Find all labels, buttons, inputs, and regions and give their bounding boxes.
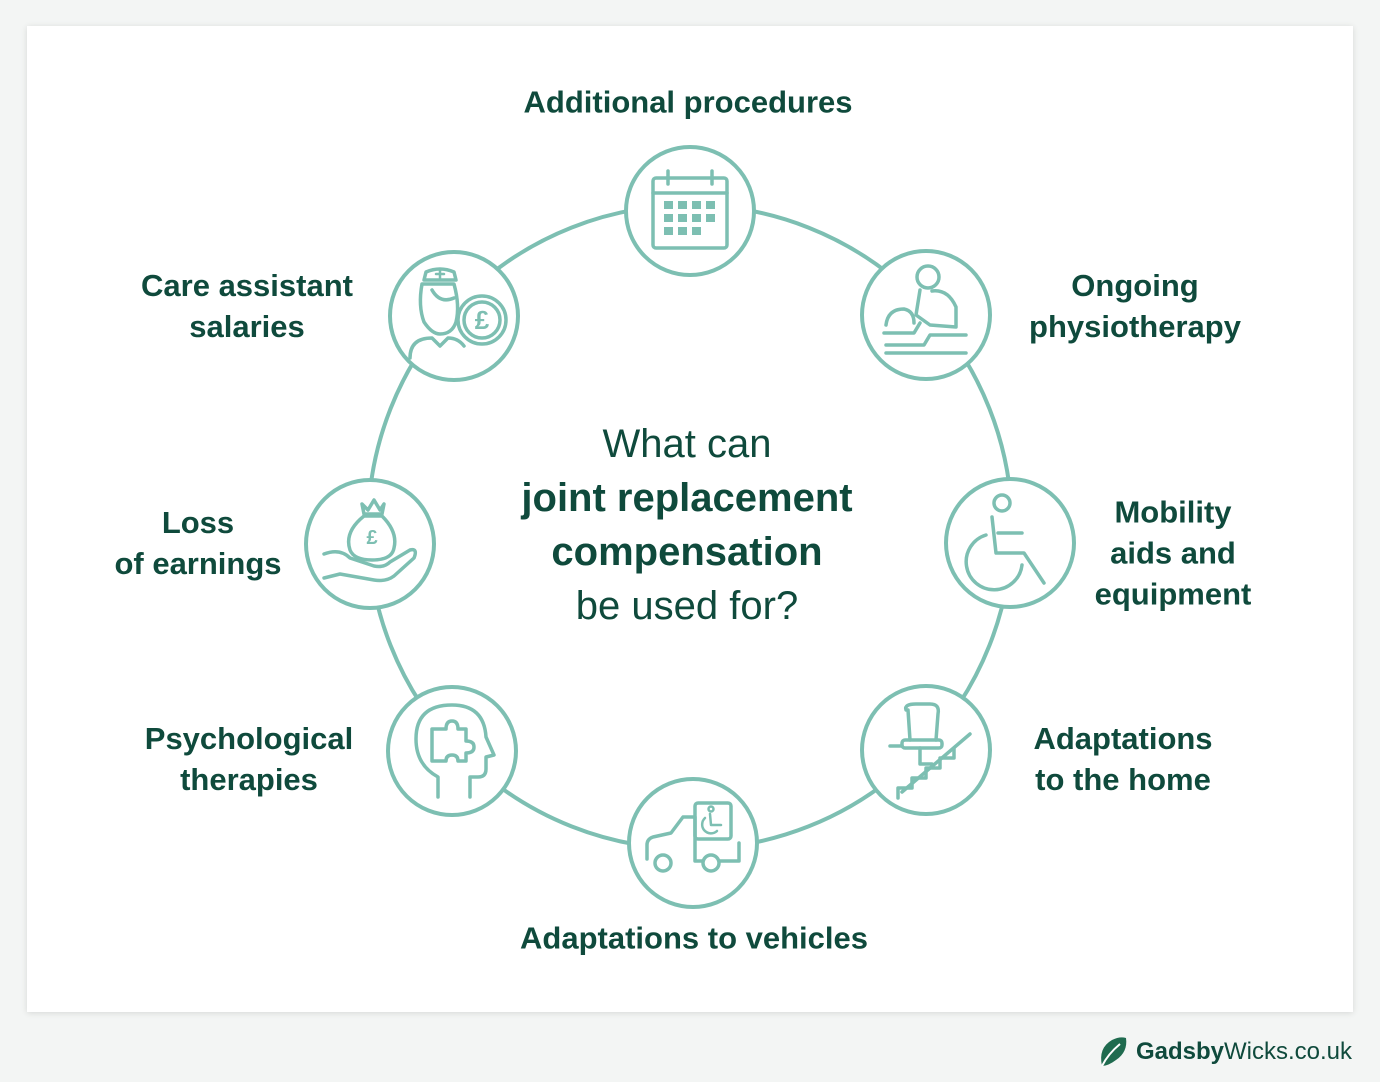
- label-line: salaries: [189, 309, 305, 344]
- center-heading: What can joint replacement compensation …: [521, 417, 852, 633]
- logo-text-bold: Gadsby: [1135, 1038, 1224, 1065]
- label-loss-of-earnings: Loss of earnings: [114, 502, 281, 584]
- label-adaptations-home: Adaptations to the home: [1033, 718, 1212, 800]
- wheelchair-icon: [944, 477, 1076, 609]
- label-line: of earnings: [114, 546, 282, 581]
- label-adaptations-vehicles: Adaptations to vehicles: [520, 918, 868, 959]
- center-line: compensation: [551, 530, 823, 574]
- physiotherapy-icon: [860, 249, 992, 381]
- svg-text:£: £: [475, 305, 490, 335]
- center-line: joint replacement: [521, 476, 853, 520]
- label-ongoing-physiotherapy: Ongoing physiotherapy: [1029, 265, 1241, 347]
- label-additional-procedures: Additional procedures: [524, 82, 853, 123]
- center-line: What can: [602, 422, 772, 466]
- center-line: be used for?: [575, 584, 799, 628]
- label-line: physiotherapy: [1029, 309, 1241, 344]
- nurse-pound-icon: £: [388, 250, 520, 382]
- label-line: Additional procedures: [523, 84, 853, 120]
- label-line: therapies: [180, 762, 318, 797]
- label-line: aids and: [1110, 535, 1236, 571]
- money-bag-hand-icon: £: [304, 478, 436, 610]
- accessible-van-icon: [627, 777, 759, 909]
- svg-text:£: £: [366, 527, 377, 549]
- head-puzzle-icon: [386, 685, 518, 817]
- leaf-icon: [1101, 1037, 1127, 1067]
- label-mobility-aids: Mobility aids and equipment: [1095, 492, 1252, 615]
- label-care-assistant: Care assistant salaries: [141, 265, 353, 347]
- logo-text-regular: Wicks.co.uk: [1223, 1038, 1352, 1065]
- label-line: Ongoing: [1071, 268, 1199, 303]
- calendar-icon: [624, 145, 756, 277]
- label-line: Adaptations to vehicles: [520, 920, 868, 956]
- label-psychological-therapies: Psychological therapies: [145, 718, 353, 800]
- stairlift-icon: [860, 684, 992, 816]
- label-line: Care assistant: [141, 268, 353, 303]
- label-line: Psychological: [144, 721, 354, 756]
- label-line: Loss: [161, 505, 235, 540]
- label-line: equipment: [1094, 576, 1252, 612]
- label-line: Adaptations: [1033, 721, 1213, 756]
- label-line: to the home: [1035, 762, 1211, 797]
- label-line: Mobility: [1114, 494, 1232, 530]
